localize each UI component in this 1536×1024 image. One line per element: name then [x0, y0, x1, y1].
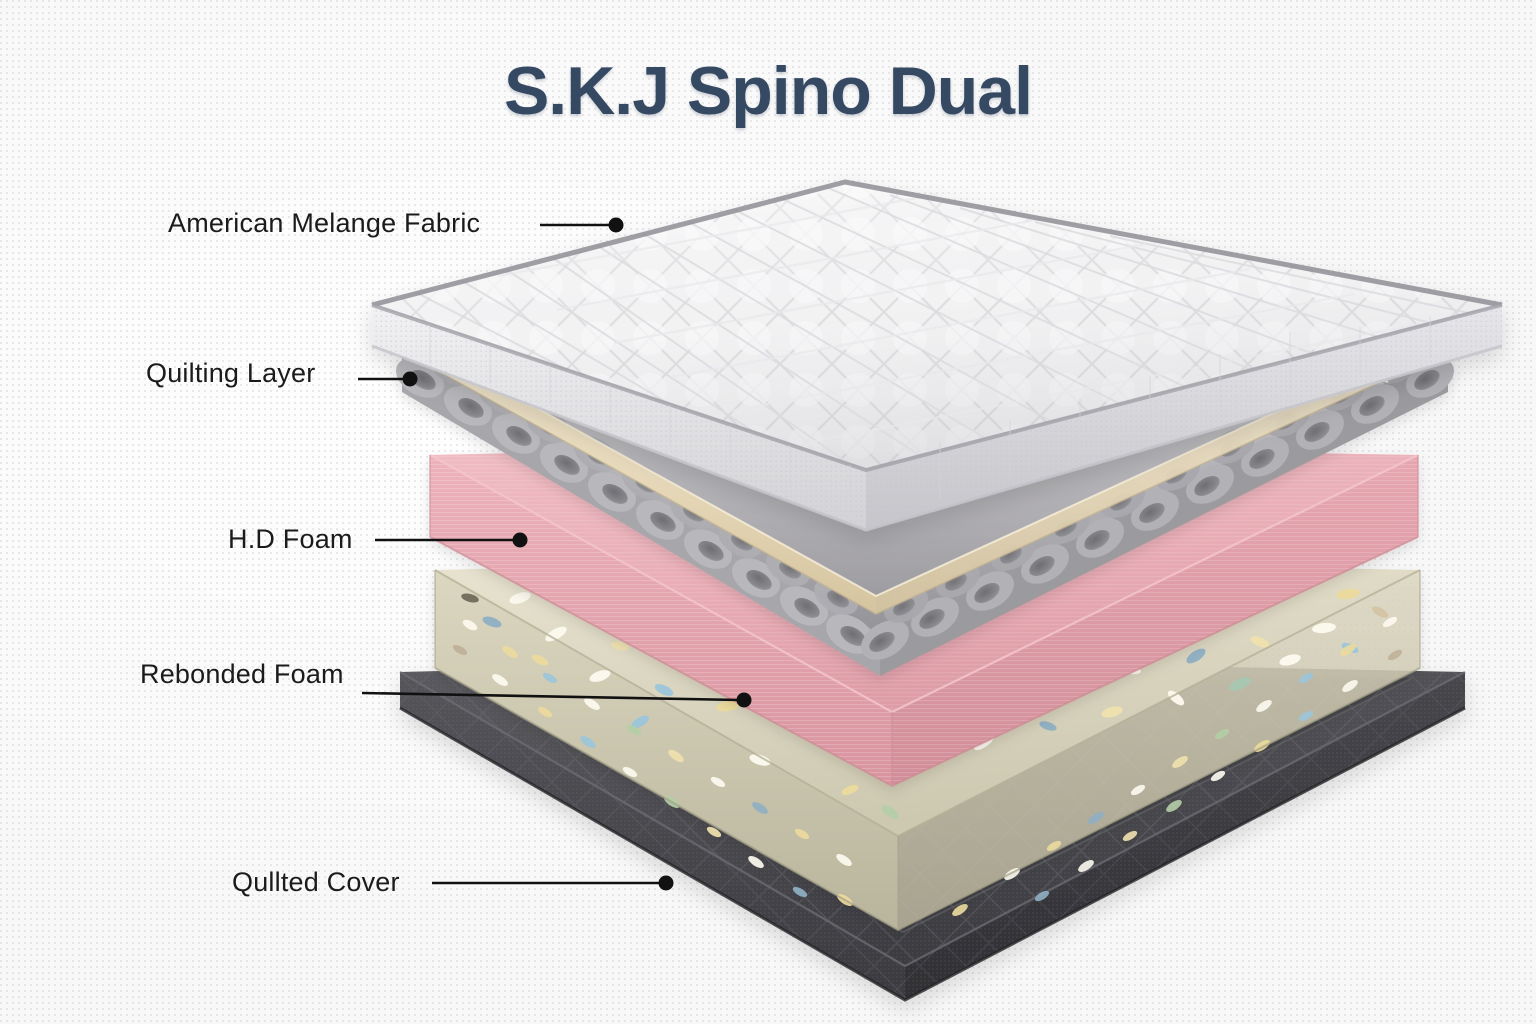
- leader-hd-foam: [375, 532, 528, 548]
- label-hd-foam: H.D Foam: [228, 524, 353, 554]
- label-qullted-cover: Qullted Cover: [232, 867, 400, 897]
- label-quilting-layer: Quilting Layer: [146, 358, 316, 388]
- label-american-melange-fabric: American Melange Fabric: [168, 208, 481, 238]
- leader-rebonded-foam: [361, 691, 752, 708]
- label-rebonded-foam: Rebonded Foam: [140, 659, 344, 689]
- page-title: S.K.J Spino Dual: [503, 53, 1033, 129]
- leader-american-melange-fabric: [540, 217, 624, 233]
- leader-quilting-layer: [358, 371, 418, 387]
- leader-qullted-cover: [432, 875, 674, 891]
